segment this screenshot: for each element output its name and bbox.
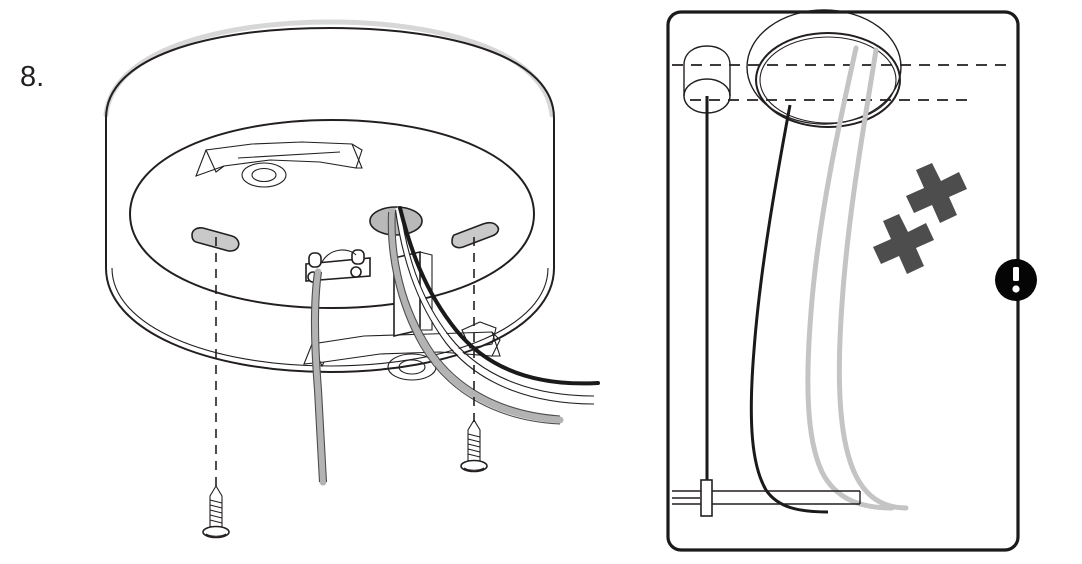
canopy-top-rim bbox=[105, 26, 555, 119]
alert-exclamation-dot bbox=[1012, 285, 1020, 293]
x-mark-upper bbox=[906, 163, 967, 223]
wire-black bbox=[398, 206, 600, 386]
left-illustration bbox=[103, 19, 600, 539]
wire-gray-sweep-outline-2 bbox=[394, 211, 561, 417]
wire-gray-down-outline-2 bbox=[317, 271, 328, 483]
warning-exclamation-badge bbox=[995, 259, 1037, 301]
step-number-label: 8. bbox=[20, 61, 45, 93]
screw-right bbox=[460, 418, 488, 473]
canopy-top-shadow bbox=[103, 19, 555, 118]
center-hole bbox=[369, 206, 423, 236]
wire-gray-sweep bbox=[388, 208, 564, 424]
mounting-plate-edge bbox=[128, 118, 536, 310]
bracket-tab-top bbox=[195, 141, 363, 188]
wire-gray-down bbox=[311, 268, 327, 486]
right-illustration bbox=[666, 9, 1037, 552]
alert-exclamation-stem bbox=[1013, 267, 1019, 281]
wire-white-outline-2 bbox=[399, 209, 595, 397]
keyhole-slot-right bbox=[451, 221, 500, 249]
wire-gray-down-outline bbox=[310, 271, 321, 483]
canopy-bottom-rim-outer bbox=[105, 267, 555, 374]
screw-left bbox=[202, 484, 230, 539]
canopy-plan-circle-outer bbox=[746, 9, 902, 125]
cable-clamp bbox=[305, 249, 371, 283]
wire-black-routed bbox=[749, 104, 829, 514]
canopy-bottom-rim-inner bbox=[111, 267, 549, 367]
wire-white-outline-1 bbox=[394, 209, 595, 405]
bracket-tab-bottom bbox=[303, 331, 501, 381]
wire-gray-routed-1 bbox=[805, 45, 895, 511]
wire-gray-routed-2 bbox=[836, 47, 909, 511]
x-mark-lower bbox=[873, 214, 934, 274]
canopy-plan-circle-inner-2 bbox=[759, 36, 897, 124]
wire-gray-sweep-outline-1 bbox=[387, 211, 561, 425]
wire-white bbox=[395, 207, 597, 403]
conduit-tube bbox=[672, 479, 861, 517]
canopy-plan-circle-inner bbox=[755, 32, 901, 128]
